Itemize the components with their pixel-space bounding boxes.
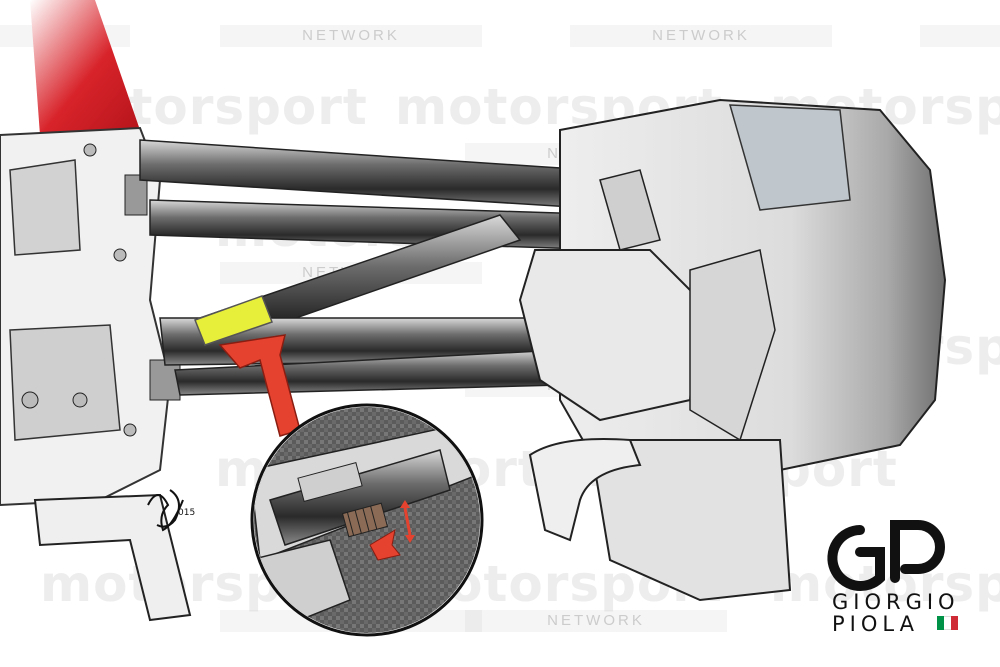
artist-name-line1: GIORGIO (832, 590, 960, 614)
artist-name-line2: PIOLA (832, 612, 919, 636)
italian-flag-red (951, 616, 958, 630)
brake-duct-winglet (528, 438, 642, 542)
upper-rear-wishbone (149, 199, 621, 251)
watermark-bar: NETWORK (220, 25, 482, 47)
deflector-panel (33, 493, 192, 622)
bodywork-red (30, 0, 140, 135)
upright (0, 126, 181, 507)
highlight-sleeve (194, 295, 273, 346)
watermark-bar: NETWORK (570, 25, 832, 47)
watermark-bar (920, 25, 1000, 47)
upper-front-wishbone (139, 139, 621, 211)
giorgio-piola-logo (827, 520, 945, 591)
italian-flag-green (937, 616, 944, 630)
brake-drum (518, 98, 947, 602)
italian-flag-white (944, 616, 951, 630)
watermark-bar: NETWORK (465, 610, 727, 632)
artist-signature: 015 (147, 489, 195, 532)
detail-inset (250, 403, 484, 637)
signature-year: 015 (178, 508, 195, 518)
